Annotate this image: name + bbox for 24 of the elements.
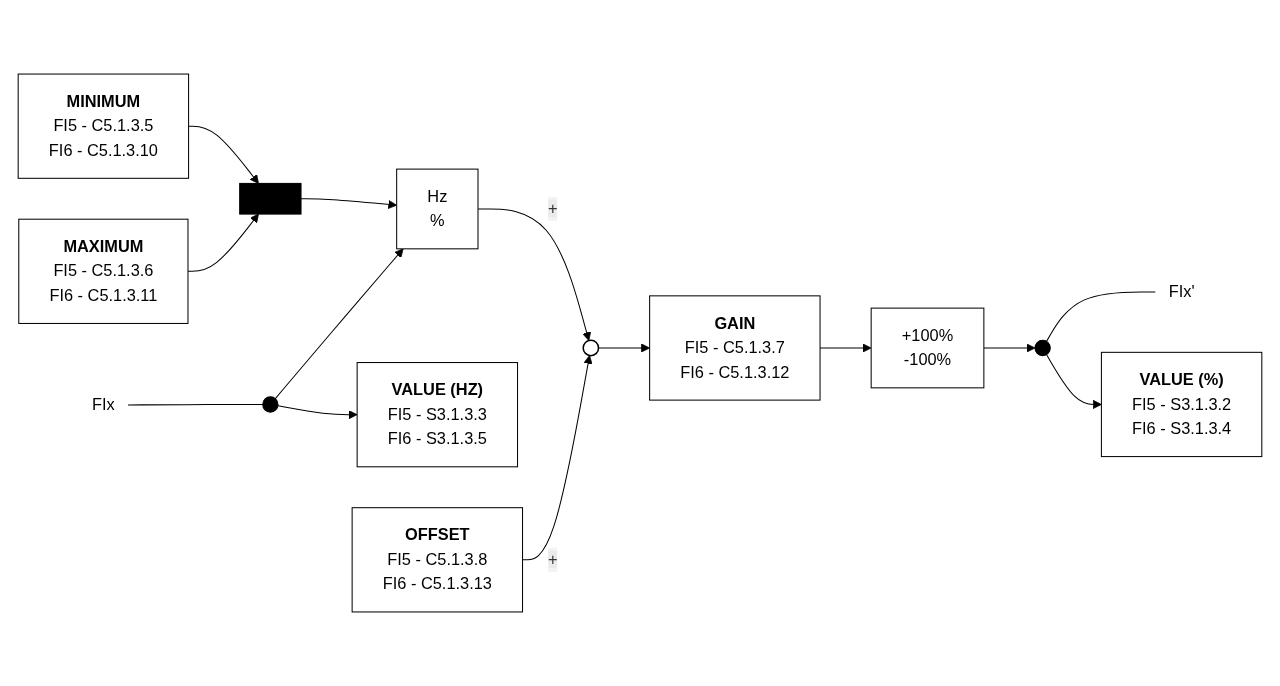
node-box: +100% -100%: [870, 307, 985, 389]
edge-label: +: [548, 199, 558, 218]
node-box: OFFSET FI5 - C5.1.3.8 FI6 - C5.1.3.13: [351, 507, 524, 613]
arrow: [277, 405, 358, 420]
node-circle: [262, 396, 279, 413]
connector: [127, 403, 264, 406]
node-text: FIx': [1168, 282, 1195, 300]
node-circle: [582, 339, 600, 357]
arrow: [274, 248, 404, 400]
edge-label: +: [548, 550, 558, 568]
node-bar: [239, 182, 302, 215]
node-box: VALUE (HZ) FI5 - S3.1.3.3 FI6 - S3.1.3.5: [356, 362, 519, 468]
arrow: [188, 125, 259, 184]
node-box: MAXIMUM FI5 - C5.1.3.6 FI6 - C5.1.3.11: [18, 218, 189, 324]
node-box: GAIN FI5 - C5.1.3.7 FI6 - C5.1.3.12: [649, 295, 821, 401]
arrow: [1046, 354, 1102, 409]
arrow: [187, 213, 259, 272]
arrow: [522, 355, 593, 561]
node-box: VALUE (%) FI5 - S3.1.3.2 FI6 - S3.1.3.4: [1100, 351, 1263, 458]
node-text: FIx: [92, 395, 115, 413]
node-box: Hz %: [396, 168, 479, 250]
arrow: [983, 343, 1036, 353]
node-circle: [1034, 339, 1051, 357]
node-box: MINIMUM FI5 - C5.1.3.5 FI6 - C5.1.3.10: [17, 73, 190, 179]
